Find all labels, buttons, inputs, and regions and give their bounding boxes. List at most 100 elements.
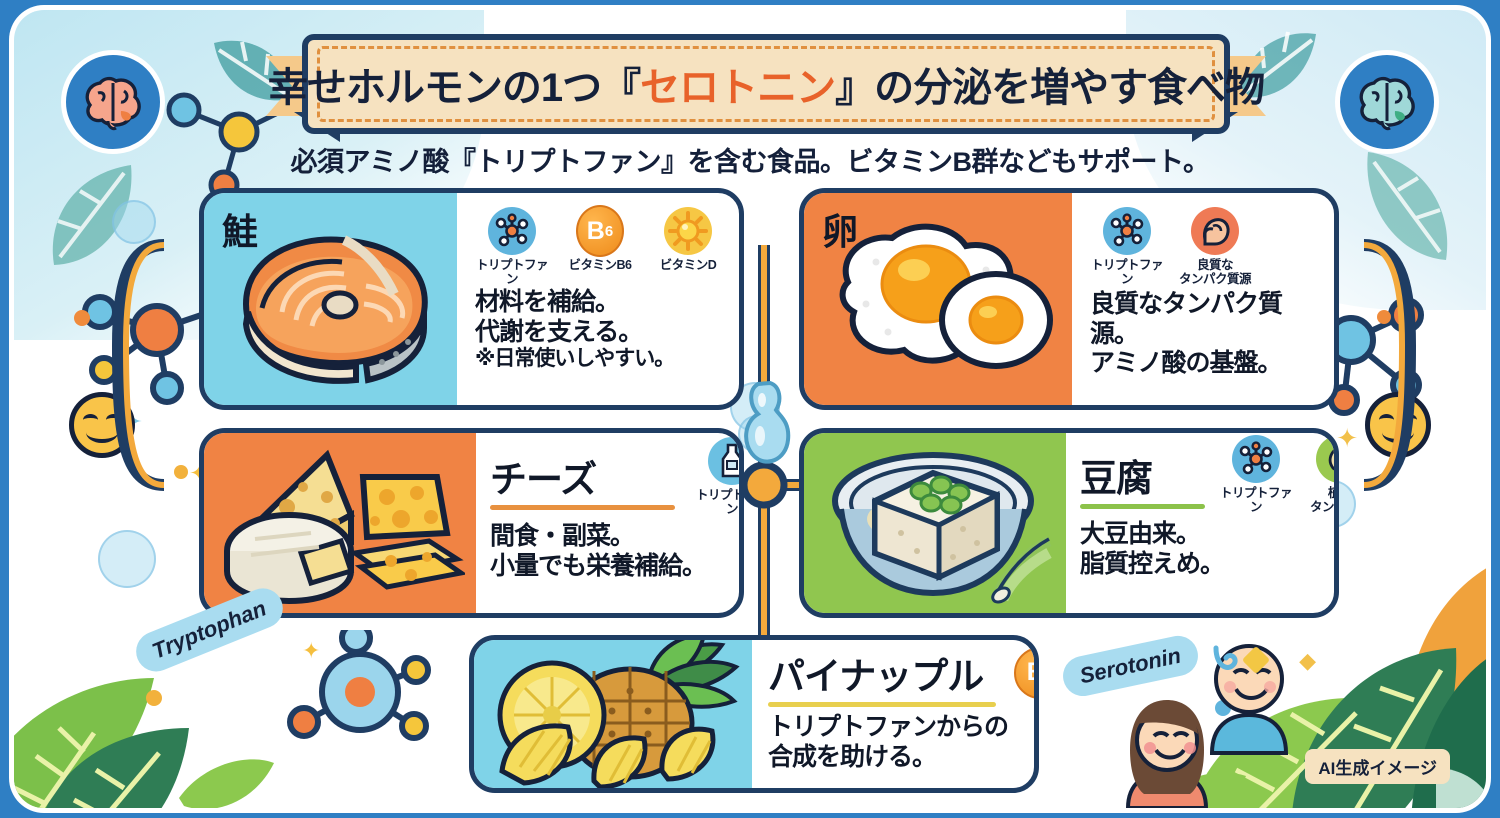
- desc-line: 大豆由来。: [1080, 520, 1201, 548]
- card-cheese[interactable]: チーズ トリプトファン 間食・副菜。 小量でも栄養補給。: [199, 428, 744, 618]
- desc-line: 脂質控えめ。: [1080, 549, 1225, 578]
- badge-protein[interactable]: 良質な タンパク質源: [1178, 207, 1252, 286]
- badge-plant-protein[interactable]: 植物 タンパク質: [1303, 435, 1339, 514]
- egg-image-panel: 卵: [804, 193, 1072, 405]
- desc-line: 良質なタンパク質源。: [1090, 290, 1283, 348]
- smiley-face-left: [69, 392, 135, 458]
- tryptophan-molecule-icon: [1103, 207, 1151, 255]
- decor-dot: [174, 465, 188, 479]
- pineapple-image-panel: [474, 640, 752, 788]
- title-part-2: 』の分泌を増やす食べ物: [835, 66, 1265, 110]
- title-underline: [768, 702, 996, 707]
- badge-tryptophan[interactable]: トリプトファン: [1219, 435, 1293, 514]
- decor-dot: [74, 310, 90, 326]
- ribbon-body: 幸せホルモンの1つ『セロトニン』の分泌を増やす食べ物: [268, 34, 1265, 134]
- title-underline: [490, 505, 675, 510]
- title-ribbon: 幸せホルモンの1つ『セロトニン』の分泌を増やす食べ物: [266, 28, 1266, 142]
- decor-dot: [146, 690, 162, 706]
- tofu-description: 大豆由来。 脂質控えめ。: [1080, 520, 1334, 579]
- egg-nutrient-badges: トリプトファン 良質な タンパク質源: [1090, 207, 1322, 286]
- desc-line: トリプトファンからの: [768, 713, 1009, 741]
- tofu-bowl-icon: [832, 452, 1052, 604]
- desc-note: ※日常使いしやすい。: [475, 347, 675, 370]
- badge-caption: ビタミンB6: [568, 258, 632, 272]
- desc-line: 材料を補給。: [475, 288, 620, 316]
- desc-line: 代謝を支える。: [475, 317, 643, 346]
- decor-leaf-left: [52, 165, 132, 265]
- decor-sparkle: ✦: [302, 638, 321, 663]
- brain-icon: [1359, 76, 1415, 131]
- card-title: パイナップル: [768, 656, 984, 697]
- salmon-description: 材料を補給。 代謝を支える。 ※日常使いしやすい。: [475, 288, 727, 372]
- pineapple-description: トリプトファンからの 合成を助ける。: [768, 713, 1034, 772]
- brain-icon: [85, 76, 141, 131]
- badge-vitamin-b6[interactable]: B6: [1014, 646, 1034, 699]
- badge-tryptophan[interactable]: トリプトファン: [695, 437, 744, 516]
- badge-caption: トリプトファン: [695, 488, 744, 516]
- page-title: 幸せホルモンの1つ『セロトニン』の分泌を増やす食べ物: [267, 55, 1265, 113]
- decor-sparkle: ✦: [1336, 423, 1358, 453]
- salmon-steak-icon: [242, 234, 428, 384]
- title-part-1: 幸せホルモンの1つ『: [267, 66, 641, 110]
- badge-caption: トリプトファン: [1090, 258, 1164, 286]
- badge-vitamin-d[interactable]: ビタミンD: [651, 207, 725, 272]
- brain-badge-right: [1335, 50, 1439, 154]
- desc-line: 間食・副菜。: [490, 522, 635, 550]
- decor-leaf-right: [1367, 152, 1448, 260]
- card-tofu[interactable]: 豆腐: [799, 428, 1339, 618]
- badge-caption: トリプトファン: [475, 258, 549, 286]
- vitamin-b6-icon: B6: [1014, 646, 1034, 699]
- card-salmon[interactable]: 鮭: [199, 188, 744, 410]
- brain-badge-left: [61, 50, 165, 154]
- card-title: チーズ: [490, 459, 597, 500]
- milk-bottle-icon: [708, 437, 739, 485]
- card-pineapple[interactable]: パイナップル B6 トリプトファンからの 合成を助ける。: [469, 635, 1039, 793]
- decor-flask-bubble: [744, 380, 791, 464]
- tryptophan-molecule-icon: [488, 207, 536, 255]
- desc-line: 小量でも栄養補給。: [490, 551, 707, 580]
- tryptophan-molecule-icon: [1232, 435, 1280, 483]
- pineapple-header: パイナップル B6: [768, 646, 1034, 707]
- person-avatar-woman: [1125, 700, 1209, 808]
- card-kanji-label: 鮭: [222, 211, 259, 252]
- cheese-header: チーズ トリプトファン: [490, 437, 739, 516]
- tofu-info: 豆腐: [1066, 433, 1334, 613]
- background-leaves-bottom-left: [14, 678, 274, 808]
- salmon-image-panel: 鮭: [204, 193, 457, 405]
- egg-description: 良質なタンパク質源。 アミノ酸の基盤。: [1090, 290, 1322, 379]
- decor-molecule-bottom-left: [287, 630, 431, 741]
- fried-egg-icon: [839, 223, 1053, 369]
- vitamin-d-sun-icon: [664, 207, 712, 255]
- card-kanji-label: 卵: [822, 211, 859, 252]
- egg-info: トリプトファン 良質な タンパク質源 良質なタンパク質源。 アミノ酸の基盤。: [1072, 193, 1334, 405]
- badge-caption: トリプトファン: [1219, 486, 1293, 514]
- card-title: 豆腐: [1080, 458, 1153, 499]
- decor-leaf-top-left: [214, 40, 296, 101]
- decor-bubble: [112, 200, 156, 244]
- title-accent: セロトニン: [640, 66, 836, 110]
- decor-dot: [1377, 310, 1391, 324]
- decor-swirl: [1213, 645, 1269, 673]
- badge-tryptophan[interactable]: トリプトファン: [1090, 207, 1164, 286]
- cheese-assortment-icon: [224, 449, 465, 604]
- tofu-header: 豆腐: [1080, 435, 1334, 514]
- cheese-info: チーズ トリプトファン 間食・副菜。 小量でも栄養補給。: [476, 433, 739, 613]
- card-egg[interactable]: 卵: [799, 188, 1339, 410]
- muscle-arm-icon: [1191, 207, 1239, 255]
- tofu-image-panel: [804, 433, 1066, 613]
- infographic-frame: ✦ ✦ ✦ ✦ ✦ ◆: [14, 10, 1486, 808]
- soybean-icon: [1316, 435, 1334, 483]
- page-subtitle: 必須アミノ酸『トリプトファン』を含む食品。ビタミンB群などもサポート。: [290, 147, 1210, 177]
- pineapple-info: パイナップル B6 トリプトファンからの 合成を助ける。: [752, 640, 1034, 788]
- badge-caption: 植物 タンパク質: [1309, 486, 1339, 514]
- badge-tryptophan[interactable]: トリプトファン: [475, 207, 549, 286]
- badge-caption: 良質な タンパク質源: [1178, 258, 1252, 286]
- desc-line: 合成を助ける。: [768, 742, 937, 771]
- desc-line: アミノ酸の基盤。: [1090, 349, 1283, 377]
- smiley-face-right: [1365, 392, 1431, 458]
- pineapple-icon: [497, 640, 740, 788]
